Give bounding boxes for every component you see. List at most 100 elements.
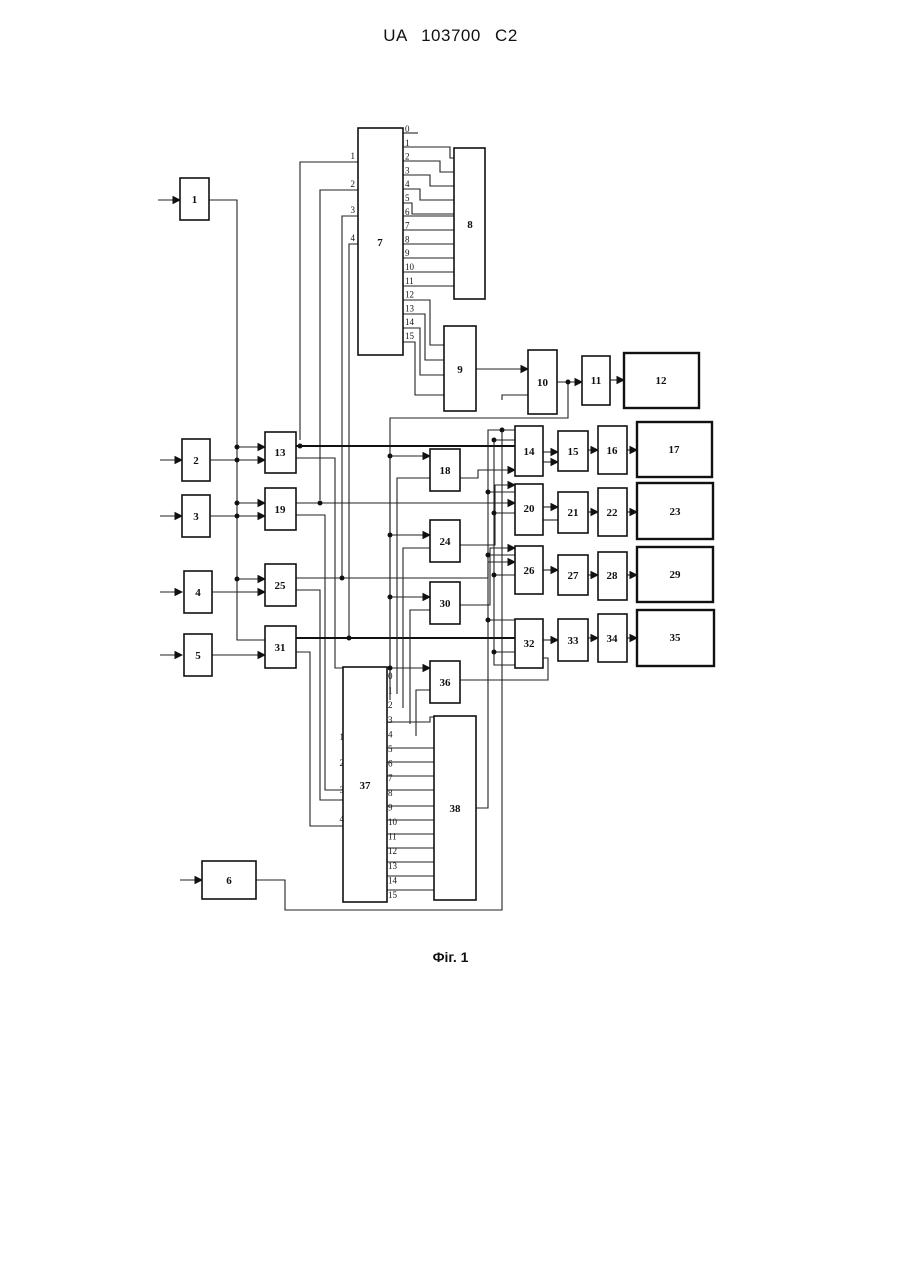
block-24: 24 [430, 520, 460, 562]
svg-text:27: 27 [568, 570, 580, 582]
decoder7-output-2: 2 [405, 152, 410, 162]
decoder7-output-4: 4 [405, 179, 410, 189]
svg-text:21: 21 [568, 507, 579, 519]
svg-text:34: 34 [607, 633, 619, 645]
decoder7-output-12: 12 [405, 290, 414, 300]
block-18: 18 [430, 449, 460, 491]
decoder7-output-13: 13 [405, 303, 415, 313]
block-17: 17 [637, 422, 712, 477]
block-11: 11 [582, 356, 610, 405]
decoder37-output-14: 14 [388, 875, 398, 885]
decoder7-output-3: 3 [405, 165, 410, 175]
decoder37-output-12: 12 [388, 846, 397, 856]
block-31: 31 [265, 626, 296, 668]
decoder37-output-9: 9 [388, 802, 393, 812]
decoder7-output-8: 8 [405, 234, 410, 244]
block-25: 25 [265, 564, 296, 606]
block-29: 29 [637, 547, 713, 602]
svg-text:29: 29 [670, 569, 682, 581]
svg-text:20: 20 [524, 503, 536, 515]
decoder7-output-14: 14 [405, 317, 415, 327]
decoder37-output-15: 15 [388, 890, 398, 900]
svg-text:5: 5 [195, 650, 201, 662]
svg-text:9: 9 [457, 364, 463, 376]
svg-text:23: 23 [670, 506, 682, 518]
svg-text:30: 30 [440, 598, 452, 610]
decoder37-input-2: 2 [340, 758, 345, 768]
block-5: 5 [184, 634, 212, 676]
svg-text:26: 26 [524, 565, 536, 577]
block-7-decoder: 7 [358, 128, 403, 355]
block-15: 15 [558, 431, 588, 471]
svg-text:24: 24 [440, 536, 452, 548]
svg-text:8: 8 [467, 219, 473, 231]
decoder37-input-3: 3 [340, 785, 345, 795]
decoder37-output-13: 13 [388, 861, 398, 871]
svg-text:6: 6 [226, 875, 232, 887]
svg-text:37: 37 [360, 780, 372, 792]
decoder37-input-1: 1 [340, 732, 345, 742]
decoder37-output-2: 2 [388, 700, 393, 710]
svg-text:35: 35 [670, 632, 682, 644]
svg-text:15: 15 [568, 446, 580, 458]
decoder37-output-8: 8 [388, 788, 393, 798]
decoder7-output-6: 6 [405, 207, 410, 217]
decoder7-output-10: 10 [405, 262, 415, 272]
block-21: 21 [558, 492, 588, 533]
block-1: 1 [180, 178, 209, 220]
decoder37-input-4: 4 [340, 814, 345, 824]
decoder37-output-10: 10 [388, 817, 398, 827]
decoder7-input-3: 3 [351, 205, 356, 215]
block-14: 14 [515, 426, 543, 476]
decoder7-output-7: 7 [405, 221, 410, 231]
block-16: 16 [598, 426, 627, 474]
block-33: 33 [558, 619, 588, 661]
block-35: 35 [637, 610, 714, 666]
decoder7-input-1: 1 [351, 151, 356, 161]
decoder7-input-2: 2 [351, 179, 356, 189]
block-2: 2 [182, 439, 210, 481]
svg-text:25: 25 [275, 580, 287, 592]
decoder37-output-3: 3 [388, 715, 393, 725]
block-4: 4 [184, 571, 212, 613]
decoder7-output-9: 9 [405, 248, 410, 258]
decoder7-input-4: 4 [351, 233, 356, 243]
block-22: 22 [598, 488, 627, 536]
svg-text:2: 2 [193, 455, 199, 467]
block-32: 32 [515, 619, 543, 668]
svg-text:1: 1 [192, 194, 198, 206]
block-27: 27 [558, 555, 588, 595]
decoder7-output-15: 15 [405, 331, 415, 341]
block-30: 30 [430, 582, 460, 624]
block-13: 13 [265, 432, 296, 473]
svg-text:3: 3 [193, 511, 199, 523]
decoder37-output-5: 5 [388, 744, 393, 754]
svg-text:16: 16 [607, 445, 619, 457]
svg-text:33: 33 [568, 635, 580, 647]
svg-text:12: 12 [656, 375, 668, 387]
decoder7-output-5: 5 [405, 193, 410, 203]
block-28: 28 [598, 552, 627, 600]
block-36: 36 [430, 661, 460, 703]
block-19: 19 [265, 488, 296, 530]
decoder37-output-1: 1 [388, 686, 393, 696]
block-26: 26 [515, 546, 543, 594]
svg-text:31: 31 [275, 642, 286, 654]
block-12: 12 [624, 353, 699, 408]
svg-text:19: 19 [275, 504, 287, 516]
svg-text:32: 32 [524, 638, 536, 650]
figure-caption: Фіг. 1 [0, 949, 901, 965]
block-10: 10 [528, 350, 557, 414]
decoder7-output-1: 1 [405, 138, 410, 148]
svg-text:17: 17 [669, 444, 681, 456]
svg-text:13: 13 [275, 447, 287, 459]
svg-text:4: 4 [195, 587, 201, 599]
decoder37-output-4: 4 [388, 729, 393, 739]
decoder37-output-11: 11 [388, 832, 397, 842]
block-34: 34 [598, 614, 627, 662]
decoder7-output-11: 11 [405, 276, 414, 286]
decoder7-output-0: 0 [405, 124, 410, 134]
block-8: 8 [454, 148, 485, 299]
svg-text:38: 38 [450, 803, 462, 815]
